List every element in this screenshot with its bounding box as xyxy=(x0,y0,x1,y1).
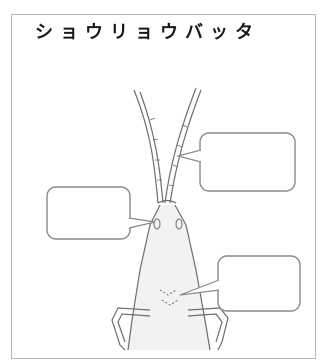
callout-box-eye xyxy=(46,186,131,240)
antennae xyxy=(133,87,202,204)
callout-box-antenna xyxy=(199,132,296,192)
left-front-leg xyxy=(111,307,151,351)
left-eye xyxy=(153,218,161,230)
callout-antenna xyxy=(175,132,296,192)
callout-pointer-eye xyxy=(128,217,156,229)
left-antenna xyxy=(133,89,159,204)
head-body xyxy=(127,199,211,351)
callout-mouth xyxy=(179,255,301,312)
left-front-leg-inner xyxy=(117,313,151,343)
callout-pointer-mouth xyxy=(179,279,220,296)
callout-pointer-antenna xyxy=(175,149,202,163)
body-outline-left xyxy=(127,204,161,351)
callout-box-mouth xyxy=(217,255,301,312)
right-front-leg xyxy=(187,307,229,351)
head-top xyxy=(157,199,177,204)
callout-eye xyxy=(46,186,156,240)
right-eye xyxy=(175,218,183,230)
right-antenna-inner xyxy=(169,89,202,204)
diagram-title: ショウリョウバッタ xyxy=(35,22,260,43)
right-front-leg-inner xyxy=(187,313,223,343)
left-antenna-inner xyxy=(139,91,164,204)
front-legs xyxy=(111,307,229,351)
body-outline-right xyxy=(174,204,211,351)
mouth-parts xyxy=(159,289,179,306)
right-antenna xyxy=(164,87,197,204)
